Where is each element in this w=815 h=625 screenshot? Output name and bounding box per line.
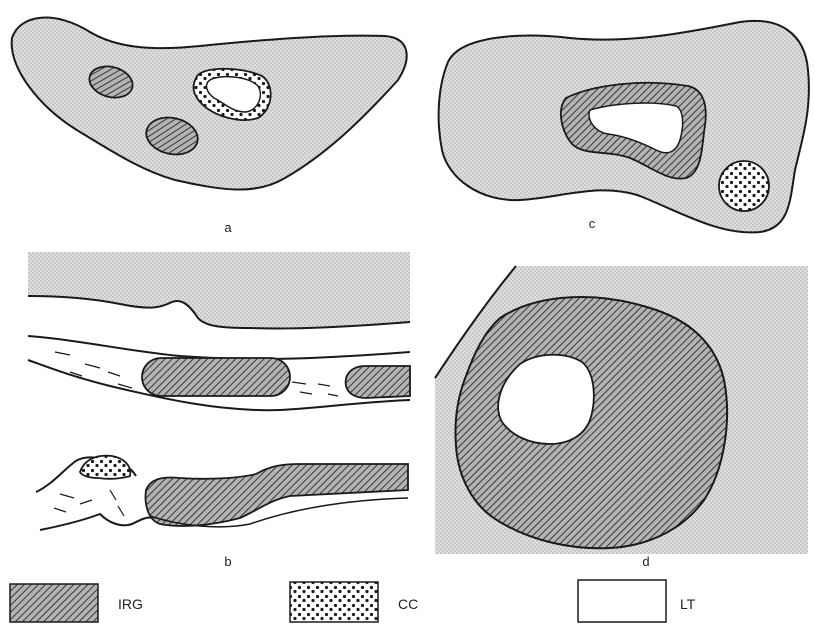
panel-d: d bbox=[435, 266, 808, 569]
legend: IRG CC LT bbox=[10, 580, 696, 622]
panel-c: c bbox=[439, 21, 809, 233]
legend-label-irg: IRG bbox=[118, 596, 143, 612]
panel-d-irg-ring bbox=[455, 297, 727, 548]
legend-swatch-lt bbox=[578, 580, 666, 622]
panel-d-label: d bbox=[642, 554, 649, 569]
panel-b-irg-right bbox=[346, 366, 410, 398]
legend-swatch-irg bbox=[10, 584, 98, 622]
panel-a-label: a bbox=[224, 220, 232, 235]
legend-swatch-cc bbox=[290, 582, 378, 622]
legend-item-irg: IRG bbox=[10, 584, 143, 622]
panel-b-upper-tissue bbox=[28, 252, 410, 329]
panel-b-irg-bar bbox=[142, 358, 290, 396]
legend-item-lt: LT bbox=[578, 580, 696, 622]
panel-b-lower-outline-bottom bbox=[40, 514, 152, 530]
panel-c-cc-nodule bbox=[719, 161, 769, 211]
panel-b-irg-lower bbox=[146, 464, 408, 526]
panel-c-label: c bbox=[589, 216, 596, 231]
legend-label-lt: LT bbox=[680, 596, 696, 612]
panel-b-lower-dashes bbox=[54, 490, 124, 516]
panel-b: b bbox=[28, 252, 410, 569]
legend-item-cc: CC bbox=[290, 582, 418, 622]
panel-a: a bbox=[12, 18, 407, 235]
panel-b-label: b bbox=[224, 554, 231, 569]
legend-label-cc: CC bbox=[398, 596, 418, 612]
panel-b-cc-cap bbox=[80, 456, 130, 479]
